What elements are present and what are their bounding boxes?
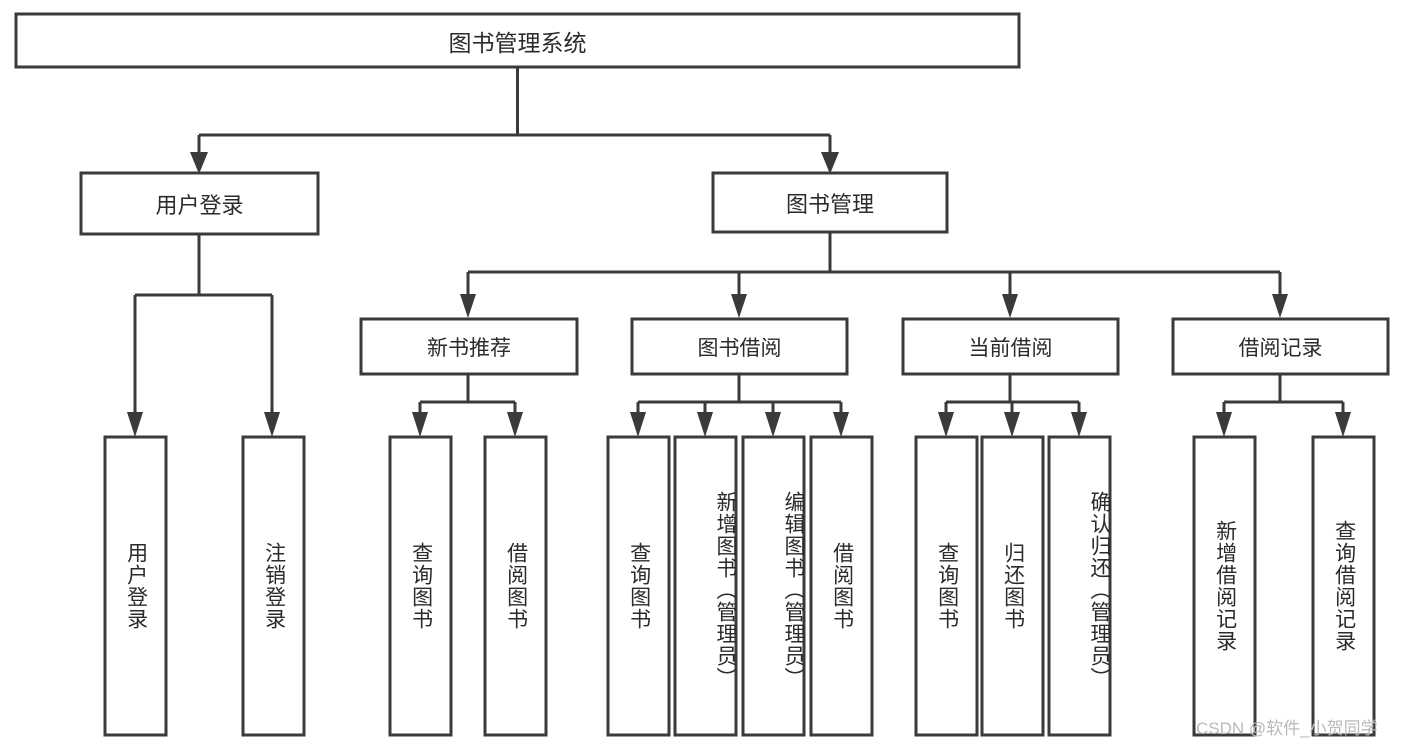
arrowhead-borrow-l1 [630,412,646,437]
arrowhead-bm-borrow [731,294,747,318]
nodes-group [14,12,1390,737]
arrowhead-current-l2 [1004,412,1020,437]
arrowhead-recommend-l2 [507,412,523,437]
arrowhead-record-l2 [1335,412,1351,437]
node-leaf-recommend-1[interactable] [388,435,453,737]
edges-group [127,67,1351,437]
arrowhead-root-to-bookmanage [821,152,839,174]
node-leaf-current-2[interactable] [980,435,1045,737]
arrowhead-current-l1 [938,412,954,437]
arrowhead-current-l3 [1071,412,1087,437]
arrowhead-bm-recommend [460,294,476,318]
node-leaf-borrow-4[interactable] [809,435,874,737]
arrowhead-borrow-l3 [765,412,781,437]
node-leaf-borrow-2[interactable] [673,435,738,737]
node-borrow-record[interactable] [1171,317,1390,376]
node-leaf-user-login-2[interactable] [241,435,306,737]
arrowhead-root-to-userlogin [190,152,208,174]
arrowhead-borrow-l2 [697,412,713,437]
node-book-borrow[interactable] [630,317,849,376]
arrowhead-userlogin-l1 [127,412,143,437]
node-leaf-record-2[interactable] [1311,435,1376,737]
node-book-manage[interactable] [711,171,949,234]
node-new-book-recommend[interactable] [359,317,579,376]
arrowhead-bm-current [1002,294,1018,318]
node-user-login[interactable] [79,171,320,236]
node-leaf-recommend-2[interactable] [483,435,548,737]
arrowhead-userlogin-l2 [264,412,280,437]
node-leaf-current-1[interactable] [914,435,979,737]
node-leaf-record-1[interactable] [1192,435,1257,737]
arrowhead-record-l1 [1216,412,1232,437]
arrowhead-borrow-l4 [833,412,849,437]
node-root[interactable] [14,12,1021,69]
node-leaf-user-login-1[interactable] [103,435,168,737]
node-current-borrow[interactable] [901,317,1120,376]
arrowhead-recommend-l1 [412,412,428,437]
node-leaf-borrow-3[interactable] [741,435,806,737]
node-leaf-current-3[interactable] [1047,435,1112,737]
node-leaf-borrow-1[interactable] [606,435,671,737]
arrowhead-bm-record [1272,294,1288,318]
